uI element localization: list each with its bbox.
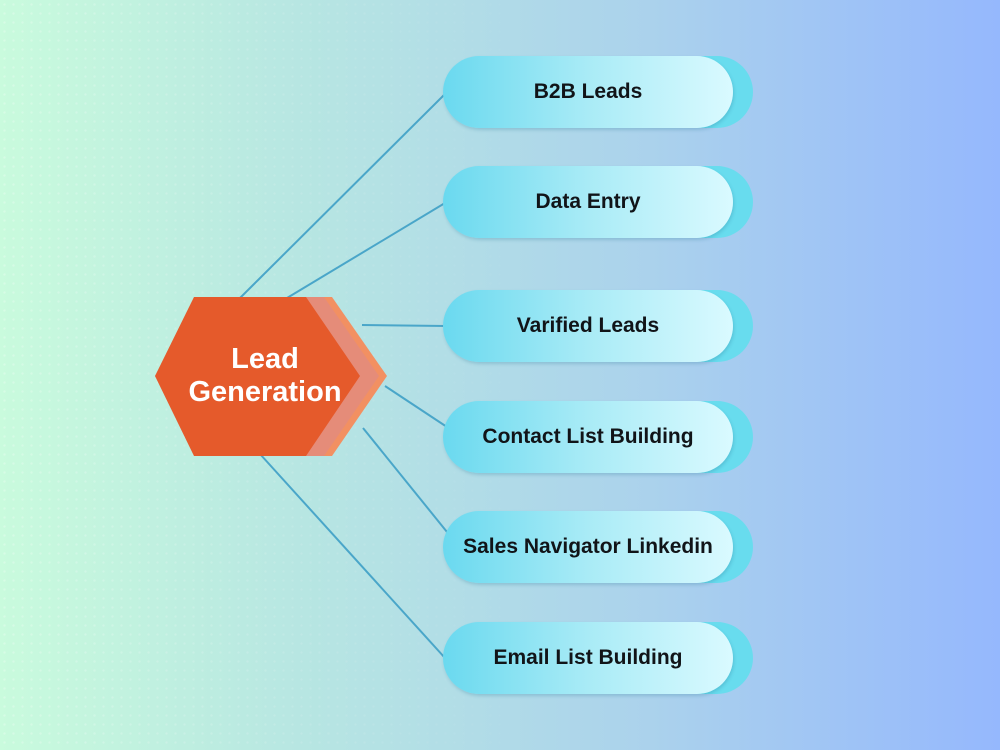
node-label: B2B Leads: [533, 80, 643, 103]
connector-data-entry: [286, 202, 446, 299]
hexagon-shape: [155, 297, 387, 456]
node-data-entry: Data Entry: [443, 166, 753, 238]
connector-varified-leads: [361, 324, 447, 327]
connector-email-list-building: [259, 453, 446, 659]
node-label: Varified Leads: [516, 314, 660, 337]
connector-sales-navigator-linkedin: [362, 427, 448, 533]
node-label: Email List Building: [493, 646, 683, 669]
node-varified-leads: Varified Leads: [443, 290, 753, 362]
node-contact-list-building: Contact List Building: [443, 401, 753, 473]
connector-contact-list-building: [384, 385, 448, 428]
central-label-line2: Generation: [188, 376, 342, 408]
node-label: Data Entry: [535, 190, 641, 213]
connector-b2b-leads: [239, 91, 448, 299]
node-b2b-leads: B2B Leads: [443, 56, 753, 128]
node-label: Contact List Building: [482, 425, 694, 448]
central-label-line1: Lead: [231, 343, 299, 375]
central-label: Lead Generation: [170, 343, 360, 409]
node-label: Sales Navigator Linkedin: [463, 535, 713, 558]
node-email-list-building: Email List Building: [443, 622, 753, 694]
central-hexagon: Lead Generation: [150, 295, 390, 460]
node-sales-navigator-linkedin: Sales Navigator Linkedin: [443, 511, 753, 583]
